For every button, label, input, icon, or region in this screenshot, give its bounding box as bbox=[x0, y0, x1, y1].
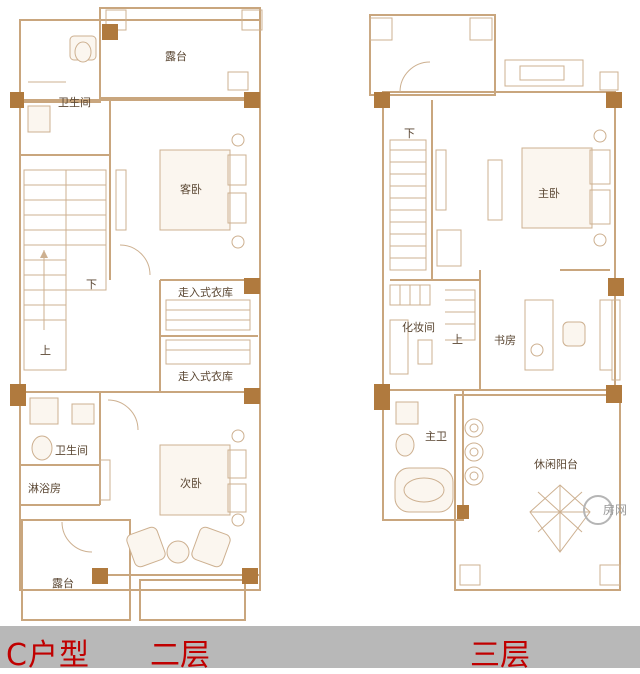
floor2-terrace-top-label: 露台 bbox=[165, 49, 187, 63]
closet-shelves-1 bbox=[165, 299, 251, 331]
floor2-bathroom-bottom-label: 卫生间 bbox=[55, 443, 88, 457]
floor2-stairs-up-label: 上 bbox=[40, 344, 51, 357]
floor2-second-bedroom-label: 次卧 bbox=[180, 476, 202, 490]
umbrella-icon bbox=[529, 484, 591, 553]
floor3-master-bedroom-label: 主卧 bbox=[538, 187, 560, 200]
floor2-closet-2-label: 走入式衣库 bbox=[178, 369, 233, 383]
floor2-plan: 露台 卫生间 客卧 走入式衣库 走入式衣库 卫生间 淋浴房 次卧 露台 下 上 bbox=[10, 7, 263, 621]
footer-bar: C户型 二层 三层 bbox=[0, 626, 640, 673]
unit-type-label: C户型 bbox=[6, 638, 90, 673]
floor2-bathroom-top-label: 卫生间 bbox=[58, 95, 91, 109]
floor2-stairs-down-label: 下 bbox=[86, 278, 97, 291]
floor3-dressing-room-label: 化妆间 bbox=[402, 320, 435, 334]
floor2-terrace-bottom-label: 露台 bbox=[52, 576, 74, 590]
floor3-study-label: 书房 bbox=[494, 334, 516, 347]
floor2-title: 二层 bbox=[150, 638, 210, 673]
floor2-shower-room-label: 淋浴房 bbox=[28, 482, 61, 495]
closet-shelves-2 bbox=[165, 339, 251, 365]
floor3-leisure-balcony-label: 休闲阳台 bbox=[534, 457, 578, 471]
floor2-guest-bedroom-label: 客卧 bbox=[180, 182, 202, 196]
floor-plan-drawing: 露台 卫生间 客卧 走入式衣库 走入式衣库 卫生间 淋浴房 次卧 露台 下 上 bbox=[10, 7, 627, 621]
floor3-stairs-up-label: 上 bbox=[452, 333, 463, 346]
floor3-title: 三层 bbox=[470, 638, 530, 673]
watermark-logo: 房网 bbox=[583, 495, 627, 525]
floor3-master-bath-label: 主卫 bbox=[425, 430, 447, 443]
watermark-text: 房网 bbox=[603, 502, 627, 517]
floor3-stairs bbox=[389, 139, 476, 341]
floor3-stairs-down-label: 下 bbox=[404, 127, 415, 140]
floor3-plan: 主卧 化妆间 书房 主卫 休闲阳台 下 上 bbox=[369, 14, 624, 591]
floor2-closet-1-label: 走入式衣库 bbox=[178, 285, 233, 299]
floor2-stairs bbox=[23, 169, 107, 371]
